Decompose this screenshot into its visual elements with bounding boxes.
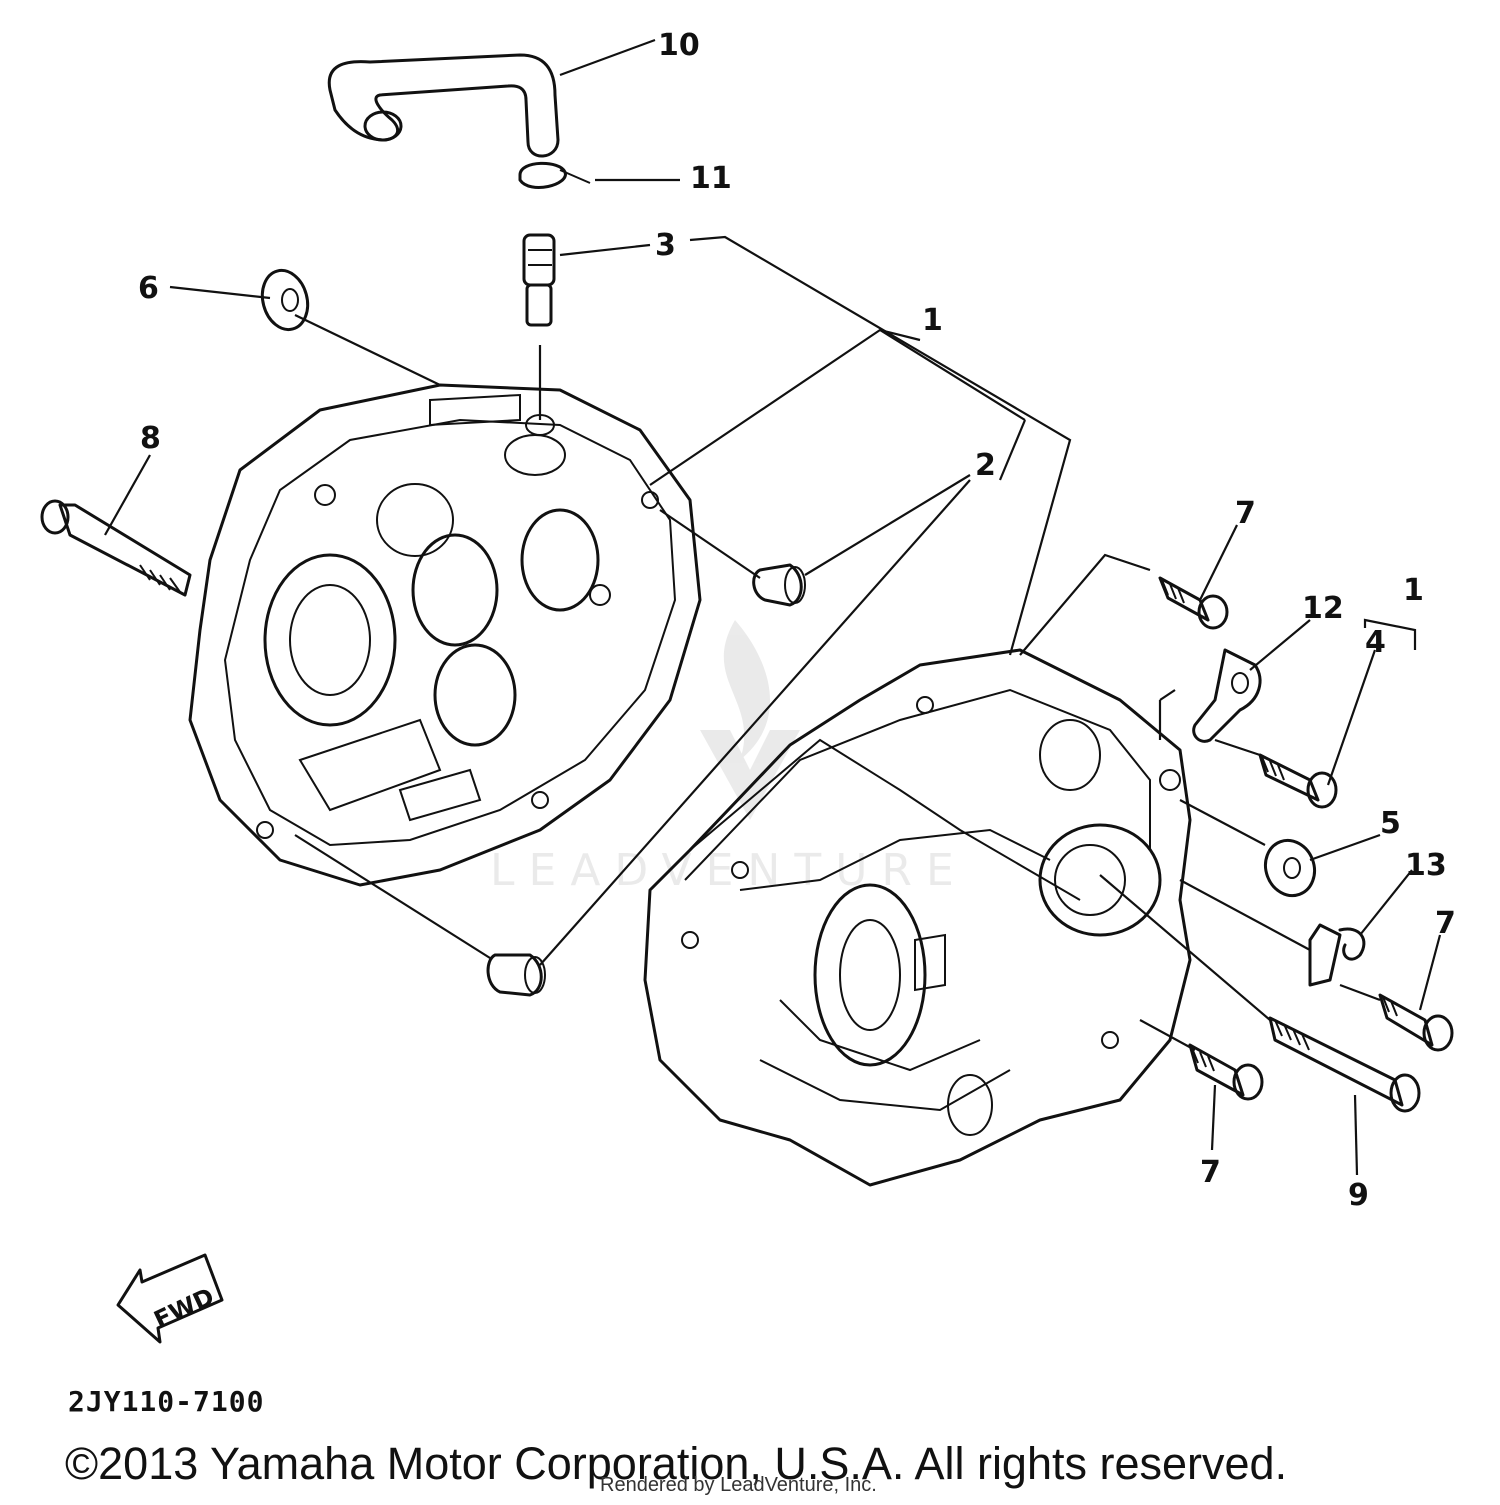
callout-labels: 10 11 3 1 6 2 8 7 12 1 4 5 13 7 7 9 [138, 28, 1456, 1213]
washer-right[interactable] [1258, 833, 1322, 902]
dowel-pin-lower[interactable] [486, 953, 546, 997]
callout-5: 5 [1380, 806, 1401, 841]
callout-13: 13 [1405, 848, 1447, 883]
callout-12: 12 [1302, 591, 1344, 626]
watermark-text: LEADVENTURE [490, 845, 968, 896]
spring-clip[interactable] [1308, 923, 1366, 987]
bracket-bolt[interactable] [1258, 753, 1338, 809]
bolt-upper-right[interactable] [1158, 576, 1229, 630]
cable-bracket[interactable] [1192, 648, 1262, 743]
callout-7-bottom: 7 [1200, 1155, 1221, 1190]
callout-2: 2 [975, 448, 996, 483]
callout-4: 4 [1365, 625, 1386, 660]
callout-1-bracket: 1 [1403, 573, 1424, 608]
crankcase-left-half[interactable] [188, 383, 702, 887]
copyright-notice: ©2013 Yamaha Motor Corporation, U.S.A. A… [65, 1438, 1288, 1489]
render-credit: Rendered by LeadVenture, Inc. [600, 1474, 877, 1496]
callout-11: 11 [690, 161, 732, 196]
long-bolt-left[interactable] [40, 499, 192, 597]
callout-1-top: 1 [922, 303, 943, 338]
callout-3: 3 [655, 228, 676, 263]
bolt-bottom[interactable] [1188, 1043, 1264, 1101]
watermark [700, 620, 800, 820]
callout-7-right: 7 [1435, 906, 1456, 941]
callout-8: 8 [140, 421, 161, 456]
washer-left[interactable] [256, 265, 314, 334]
diagram-reference-code: 2JY110-7100 [68, 1385, 265, 1418]
callout-9: 9 [1348, 1178, 1369, 1213]
dowel-pin-upper[interactable] [752, 563, 806, 607]
hose-clip[interactable] [518, 161, 591, 189]
callout-7-upper: 7 [1235, 496, 1256, 531]
leader-lines [104, 38, 1442, 1176]
fwd-label: FWD [150, 1282, 219, 1334]
forward-direction-arrow: FWD [116, 1253, 224, 1344]
bolt-right-lower[interactable] [1378, 993, 1454, 1052]
callout-6: 6 [138, 271, 159, 306]
long-bolt-right[interactable] [1268, 1016, 1421, 1113]
callout-10: 10 [658, 28, 700, 63]
crankcase-right-half[interactable] [643, 648, 1192, 1187]
breather-fitting[interactable] [522, 233, 556, 327]
breather-hose[interactable] [327, 53, 560, 158]
